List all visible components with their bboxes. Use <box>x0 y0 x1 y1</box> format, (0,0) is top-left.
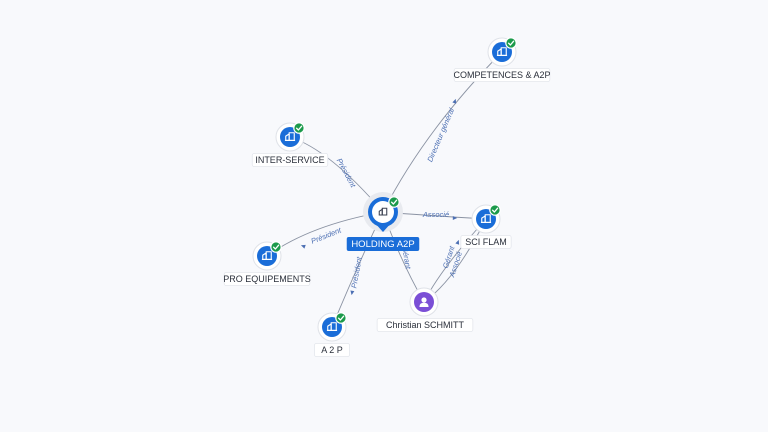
edge-arrow-icon <box>455 239 460 245</box>
check-badge-icon <box>293 122 305 134</box>
check-badge-icon <box>270 241 282 253</box>
node-label-box <box>313 343 350 357</box>
building-icon <box>480 214 492 223</box>
edge-label: Directeur général <box>425 106 456 163</box>
node-label-box <box>376 318 474 332</box>
edge-arrow-icon <box>350 290 355 296</box>
edge-arrow-icon <box>300 244 306 249</box>
edge-label: Président <box>310 225 344 246</box>
edge-arrow-icon <box>452 98 457 104</box>
node-label: PRO EQUIPEMENTS <box>223 274 311 284</box>
node-label-box <box>346 237 420 251</box>
nodes-layer: HOLDING A2P COMPETENCES & A2P INTER-SERVIC… <box>223 37 551 357</box>
node-a2p[interactable]: A 2 P <box>313 312 350 357</box>
building-icon <box>326 322 338 331</box>
edge-label: Associé <box>422 210 449 219</box>
edge-arrow-icon <box>452 216 458 220</box>
edge-label: Gérant <box>400 245 413 270</box>
node-label-box <box>460 235 512 249</box>
edge-label: Président <box>349 255 364 289</box>
check-badge-icon <box>335 312 347 324</box>
edge-label: Président <box>335 157 358 190</box>
node-label-box <box>453 68 551 82</box>
building-icon <box>496 47 508 56</box>
node-label: INTER-SERVICE <box>255 155 324 165</box>
check-badge-icon <box>489 204 501 216</box>
edge-schmitt-sciflam: Associé <box>423 218 487 303</box>
node-label: HOLDING A2P <box>351 239 414 250</box>
building-icon <box>284 132 296 141</box>
node-label: A 2 P <box>321 345 343 355</box>
node-holding[interactable]: HOLDING A2P <box>346 192 420 251</box>
node-sciflam[interactable]: SCI FLAM <box>460 204 512 249</box>
node-interservice[interactable]: INTER-SERVICE <box>251 122 329 167</box>
node-label-box <box>251 153 329 167</box>
building-icon <box>378 207 388 216</box>
node-proequipements[interactable]: PRO EQUIPEMENTS <box>223 241 311 286</box>
node-label: Christian SCHMITT <box>386 320 465 330</box>
check-badge-icon <box>505 37 517 49</box>
node-competences[interactable]: COMPETENCES & A2P <box>453 37 551 82</box>
node-pin-inner <box>372 201 394 223</box>
node-label: COMPETENCES & A2P <box>453 70 550 80</box>
node-label-box <box>223 272 311 286</box>
node-label: SCI FLAM <box>465 237 507 247</box>
node-schmitt[interactable]: Christian SCHMITT <box>376 287 474 332</box>
building-icon <box>261 251 273 260</box>
user-icon <box>419 297 429 307</box>
check-badge-icon <box>388 196 400 208</box>
